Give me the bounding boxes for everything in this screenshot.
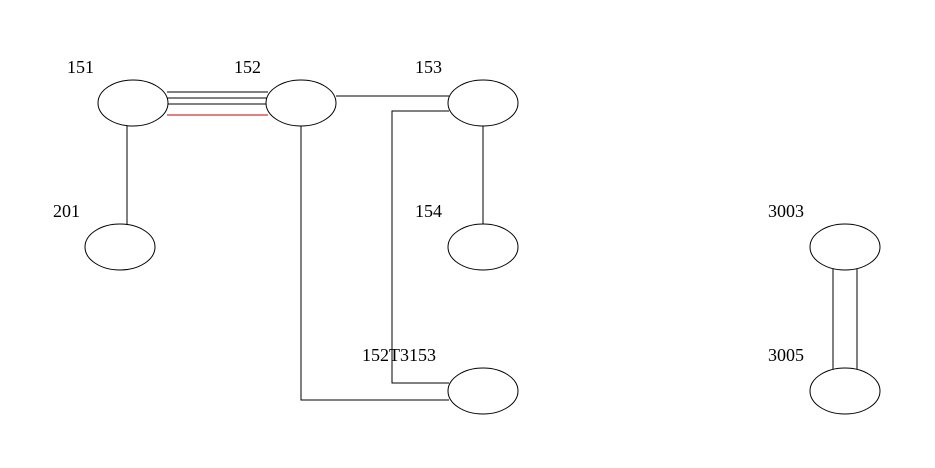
- node-label-154: 154: [415, 201, 442, 221]
- node-153[interactable]: 153: [415, 57, 519, 127]
- node-ellipse-3003[interactable]: [809, 223, 881, 271]
- node-label-201: 201: [53, 201, 80, 221]
- node-label-152T3153: 152T3153: [362, 345, 436, 365]
- edges-layer: [126, 91, 858, 401]
- edge-153-152T3153: [391, 110, 449, 384]
- node-152T3153[interactable]: 152T3153: [362, 345, 519, 415]
- node-ellipse-201[interactable]: [84, 223, 156, 271]
- node-151[interactable]: 151: [67, 57, 169, 127]
- node-ellipse-151[interactable]: [97, 79, 169, 127]
- nodes-layer: 151 152 153 201 154 152T3153 3003 3005: [53, 57, 881, 415]
- node-label-3005: 3005: [768, 345, 804, 365]
- node-label-153: 153: [415, 57, 442, 77]
- node-ellipse-153[interactable]: [447, 79, 519, 127]
- node-ellipse-152T3153[interactable]: [447, 367, 519, 415]
- node-label-152: 152: [234, 57, 261, 77]
- node-label-151: 151: [67, 57, 94, 77]
- node-label-3003: 3003: [768, 201, 804, 221]
- node-201[interactable]: 201: [53, 201, 156, 271]
- node-ellipse-154[interactable]: [447, 223, 519, 271]
- node-152[interactable]: 152: [234, 57, 337, 127]
- node-ellipse-152[interactable]: [265, 79, 337, 127]
- node-3005[interactable]: 3005: [768, 345, 881, 415]
- node-3003[interactable]: 3003: [768, 201, 881, 271]
- node-ellipse-3005[interactable]: [809, 367, 881, 415]
- node-154[interactable]: 154: [415, 201, 519, 271]
- edge-152-152T3153: [300, 126, 449, 401]
